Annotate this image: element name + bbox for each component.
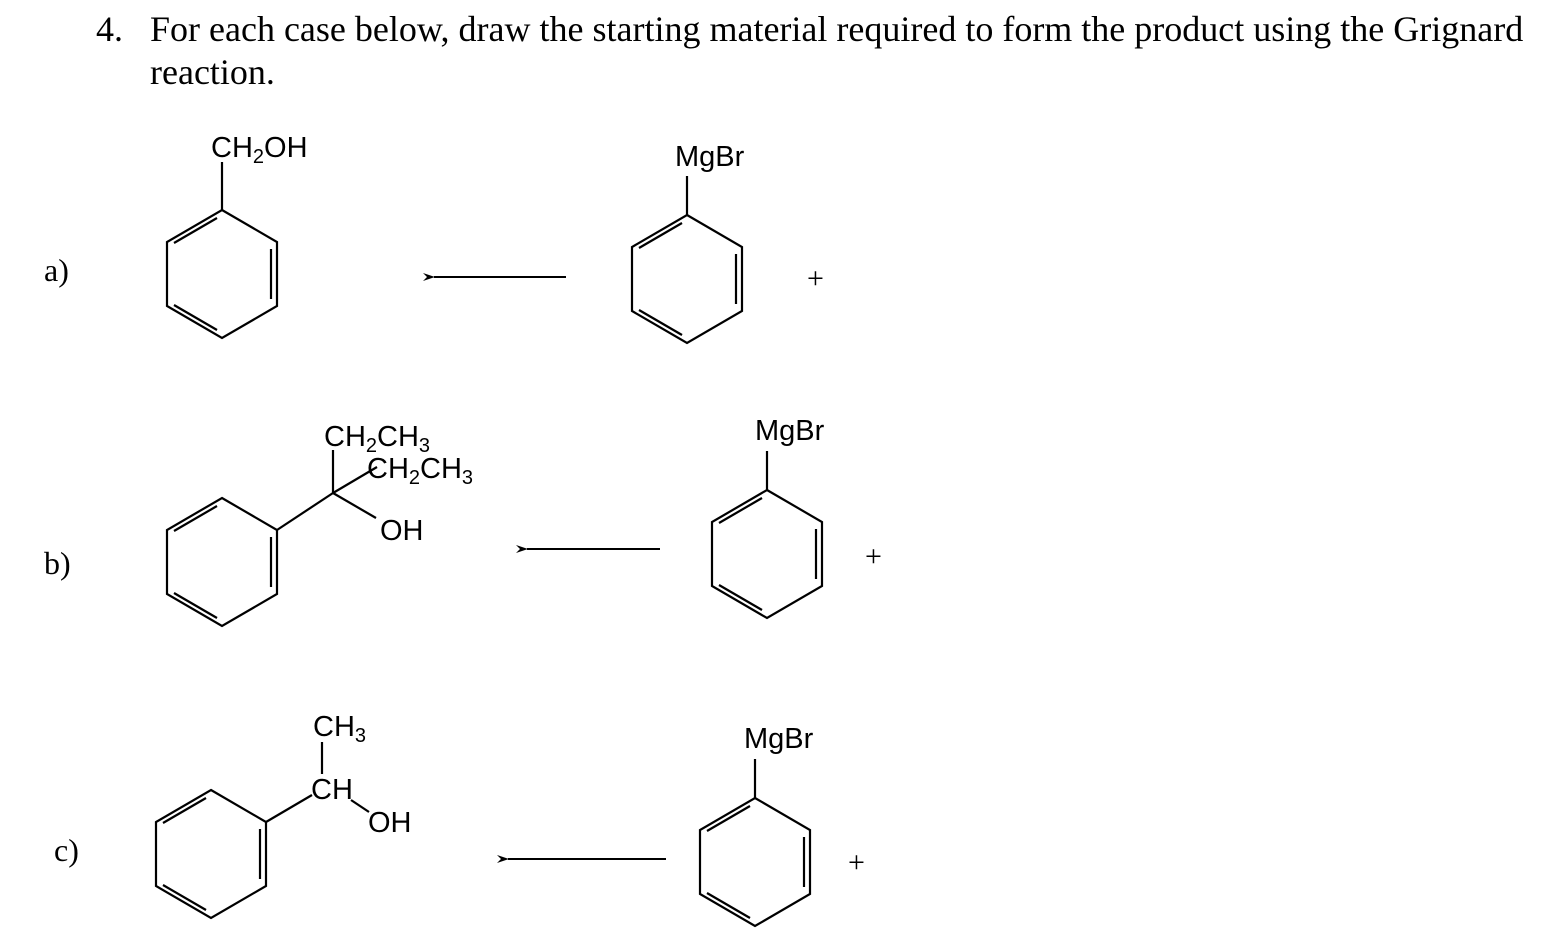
benzene-ring xyxy=(154,788,268,920)
case-a-product: CH2OH xyxy=(165,132,308,340)
benzene-ring xyxy=(630,213,744,345)
bond xyxy=(350,799,370,813)
bond xyxy=(332,466,378,494)
mgbr-label: MgBr xyxy=(675,141,745,173)
case-a-label: a) xyxy=(44,252,69,288)
question-text: For each case below, draw the starting m… xyxy=(150,9,1524,92)
case-b-label: b) xyxy=(44,545,71,581)
methyl-label: CH3 xyxy=(313,711,366,747)
benzene-ring xyxy=(710,488,824,620)
benzene-ring xyxy=(165,496,279,628)
case-c-product: CH3 CH OH xyxy=(154,711,412,920)
question-number: 4. xyxy=(96,9,123,49)
case-c-label: c) xyxy=(54,832,79,868)
ch-label: CH xyxy=(311,774,353,806)
case-b-product: CH2CH3 CH2CH3 OH xyxy=(165,421,473,628)
bond xyxy=(276,492,334,531)
benzene-ring xyxy=(698,796,812,928)
ch2oh-label: CH2OH xyxy=(211,132,308,168)
hydroxyl-label: OH xyxy=(368,807,412,839)
bond xyxy=(265,794,313,823)
case-b-reagent: MgBr xyxy=(710,415,825,620)
case-a-reagent: MgBr xyxy=(630,141,745,345)
case-c-plus: + xyxy=(848,846,865,879)
ethyl-label: CH2CH3 xyxy=(324,421,430,457)
case-a-plus: + xyxy=(807,262,824,295)
mgbr-label: MgBr xyxy=(755,415,825,447)
case-c-reagent: MgBr xyxy=(698,723,814,928)
ethyl-label: CH2CH3 xyxy=(367,453,473,489)
case-b-plus: + xyxy=(865,540,882,573)
benzene-ring xyxy=(165,208,279,340)
hydroxyl-label: OH xyxy=(380,515,424,547)
bond xyxy=(332,492,377,519)
mgbr-label: MgBr xyxy=(744,723,814,755)
